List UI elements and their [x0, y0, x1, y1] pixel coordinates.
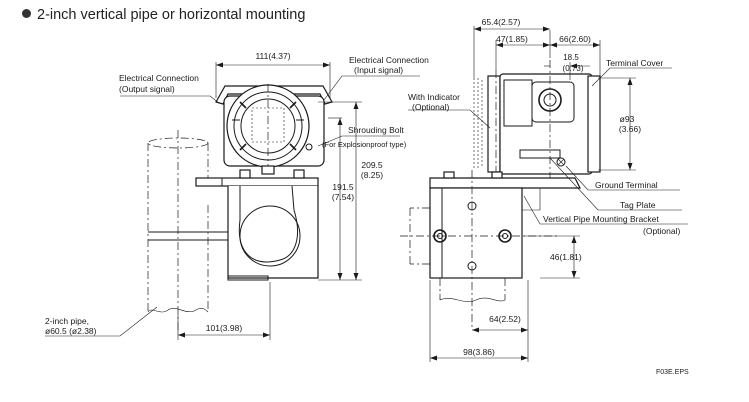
bullet-icon — [22, 9, 31, 18]
dims-bottom-side: 64(2.52) 98(3.86) — [429, 280, 529, 362]
dim-18-in-text: (0.73) — [563, 64, 584, 73]
label-elec-conn-in-sub: (Input signal) — [354, 65, 403, 75]
transmitter-housing-side — [473, 60, 601, 178]
label-pipe-sub: ø60.5 (ø2.38) — [45, 326, 97, 336]
leaders-front — [45, 75, 420, 337]
label-ground-terminal: Ground Terminal — [595, 180, 658, 190]
dim-101: 101(3.98) — [177, 282, 271, 340]
title-text: 2-inch vertical pipe or horizontal mount… — [37, 7, 306, 23]
dim-93-text: ø93 — [620, 114, 635, 124]
dim-46-text: 46(1.81) — [550, 252, 582, 262]
label-with-indicator: With Indicator — [408, 92, 460, 102]
dim-47-text: 47(1.85) — [496, 34, 528, 44]
label-vertical-pipe-bracket: Vertical Pipe Mounting Bracket — [543, 214, 659, 224]
mounting-bracket-side — [400, 170, 581, 330]
dim-64-text: 64(2.52) — [489, 314, 521, 324]
dim-65-text: 65.4(2.57) — [482, 17, 521, 27]
dim-191-in-text: (7.54) — [332, 192, 354, 202]
leaders-side — [408, 67, 688, 225]
page-title: 2-inch vertical pipe or horizontal mount… — [22, 7, 305, 23]
dim-209-text: 209.5 — [361, 160, 383, 170]
label-shrouding-bolt: Shrouding Bolt — [348, 125, 404, 135]
dim-66-text: 66(2.60) — [559, 34, 591, 44]
dims-top-side: 65.4(2.57) 47(1.85) 66(2.60) 18.5 (0.73) — [473, 17, 601, 80]
label-elec-conn-in: Electrical Connection — [349, 55, 429, 65]
dim-93: ø93 (3.66) — [598, 77, 641, 171]
label-elec-conn-out-sub: (Output signal) — [119, 84, 175, 94]
transmitter-housing-front — [215, 84, 333, 175]
dim-191-text: 191.5 — [332, 182, 354, 192]
label-vertical-pipe-bracket-sub: (Optional) — [643, 226, 680, 236]
dim-93-in-text: (3.66) — [619, 124, 641, 134]
dim-18-text: 18.5 — [563, 53, 579, 62]
dim-46: 46(1.81) — [524, 235, 582, 279]
side-view: 65.4(2.57) 47(1.85) 66(2.60) 18.5 (0.73)… — [400, 17, 689, 376]
label-elec-conn-out: Electrical Connection — [119, 73, 199, 83]
label-terminal-cover: Terminal Cover — [606, 58, 663, 68]
dim-vertical-front: 209.5 (8.25) 191.5 (7.54) — [318, 101, 383, 281]
dim-209-in-text: (8.25) — [361, 170, 383, 180]
mounting-bracket-front — [195, 169, 319, 281]
label-tag-plate: Tag Plate — [620, 200, 656, 210]
figure-id: F03E.EPS — [656, 369, 689, 376]
label-shrouding-bolt-sub: (For Explosionproof type) — [322, 140, 407, 149]
pipe-front — [147, 130, 209, 330]
label-with-indicator-sub: (Optional) — [412, 102, 449, 112]
dim-101-text: 101(3.98) — [206, 323, 243, 333]
dim-98-text: 98(3.86) — [463, 347, 495, 357]
label-pipe: 2-inch pipe, — [45, 316, 89, 326]
dim-111-text: 111(4.37) — [255, 51, 290, 61]
front-view: 111(4.37) 209.5 (8.25) 191.5 (7.54) 101(… — [45, 51, 429, 340]
